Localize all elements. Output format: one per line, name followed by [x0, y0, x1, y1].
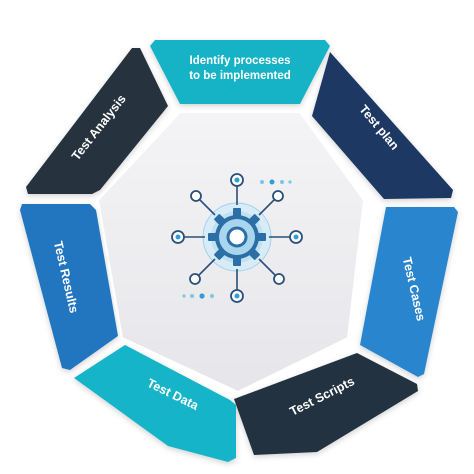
gear-network-icon: [171, 173, 303, 303]
segment-shape: [360, 207, 458, 377]
segment-shape: [26, 48, 168, 194]
segment-shape: [312, 52, 453, 199]
segment-shape: [20, 204, 118, 370]
segment-test-results: Test Results: [20, 204, 118, 370]
segment-test-plan: Test plan: [312, 52, 453, 199]
segment-test-cases: Test Cases: [360, 207, 458, 377]
segment-shape: [234, 353, 418, 455]
segment-test-scripts: Test Scripts: [234, 353, 418, 455]
decorative-dots: [182, 179, 292, 299]
segment-test-data: Test Data: [74, 345, 236, 462]
segment-label-line2: to be implemented: [189, 70, 291, 82]
segment-shape: [74, 345, 236, 462]
segment-shape: [150, 40, 330, 104]
segment-identify-processes: Identify processes to be implemented: [150, 40, 330, 104]
segment-label-line1: Identify processes: [190, 55, 291, 67]
